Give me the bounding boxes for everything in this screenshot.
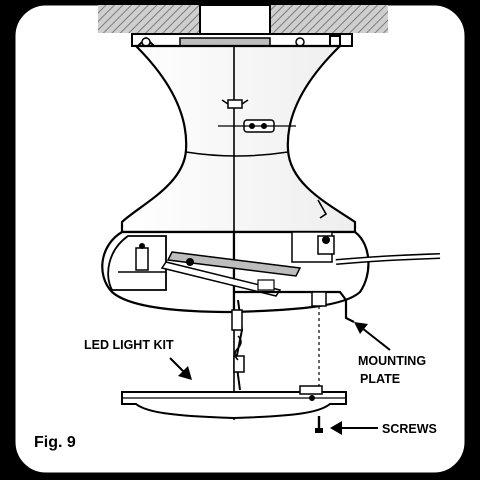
arrow-led-light-kit [169,357,192,380]
led-light-kit-plate [121,385,347,420]
label-mounting-plate-1: MOUNTING [358,354,426,368]
wire-harness [231,299,245,391]
label-led-light-kit: LED LIGHT KIT [84,338,174,352]
screw [315,416,323,433]
label-screws: SCREWS [382,422,437,436]
mounting-plate [234,290,355,400]
label-mounting-plate-2: PLATE [360,372,400,386]
inner-plate [160,251,302,297]
figure-label: Fig. 9 [34,434,76,451]
ceiling-box [199,4,271,36]
arrow-mounting-plate [354,322,391,351]
right-mechanism [291,199,441,265]
arrow-screws [330,421,378,435]
wire-connector-top [218,99,296,133]
